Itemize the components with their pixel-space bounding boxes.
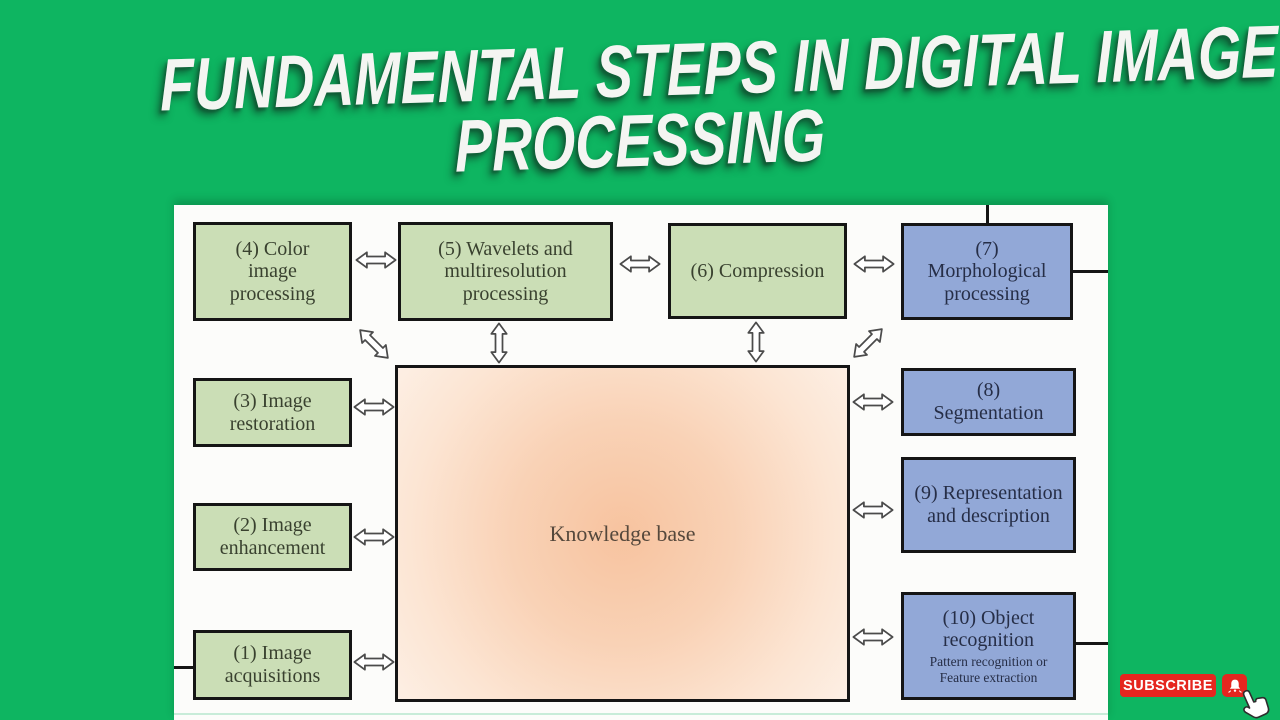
double-arrow-icon	[353, 398, 395, 416]
box-label: (9) Representation and description	[914, 482, 1063, 527]
double-arrow-icon	[355, 251, 397, 269]
box-segmentation: (8) Segmentation	[901, 368, 1076, 436]
hand-cursor-icon	[1242, 689, 1270, 719]
double-arrow-icon	[853, 255, 895, 273]
connector-line-right-10	[1073, 642, 1108, 645]
double-arrow-vertical-icon	[490, 322, 508, 364]
box-representation-description: (9) Representation and description	[901, 457, 1076, 553]
double-arrow-diagonal-icon	[353, 323, 395, 365]
double-arrow-diagonal-icon	[847, 322, 889, 364]
panel-bottom-divider	[174, 713, 1108, 715]
box-label: (1) Image acquisitions	[224, 642, 321, 687]
box-label: (10) Object recognition	[942, 606, 1035, 652]
box-wavelets-multiresolution: (5) Wavelets and multiresolution process…	[398, 222, 613, 321]
box-image-acquisitions: (1) Image acquisitions	[193, 630, 352, 700]
box-image-restoration: (3) Image restoration	[193, 378, 352, 447]
box-label: (2) Image enhancement	[219, 514, 326, 559]
knowledge-base-box: Knowledge base	[395, 365, 850, 702]
double-arrow-vertical-icon	[747, 321, 765, 363]
double-arrow-icon	[852, 628, 894, 646]
double-arrow-icon	[619, 255, 661, 273]
box-object-recognition: (10) Object recognition Pattern recognit…	[901, 592, 1076, 700]
double-arrow-icon	[353, 653, 395, 671]
subscribe-button[interactable]: SUBSCRIBE	[1120, 674, 1216, 697]
double-arrow-icon	[852, 501, 894, 519]
box-label: (3) Image restoration	[229, 389, 316, 435]
box-morphological-processing: (7) Morphological processing	[901, 223, 1073, 320]
knowledge-base-label: Knowledge base	[549, 520, 696, 546]
double-arrow-icon	[353, 528, 395, 546]
box-sublabel: Pattern recognition or Feature extractio…	[929, 654, 1048, 685]
box-compression: (6) Compression	[668, 223, 847, 319]
double-arrow-icon	[852, 393, 894, 411]
box-label: (7) Morphological processing	[927, 237, 1047, 305]
diagram-panel: (4) Color image processing (5) Wavelets …	[174, 205, 1108, 720]
box-label: (4) Color image processing	[229, 237, 316, 305]
box-label: (8) Segmentation	[933, 379, 1044, 424]
box-color-image-processing: (4) Color image processing	[193, 222, 352, 321]
box-label: (5) Wavelets and multiresolution process…	[438, 237, 573, 305]
connector-line-left-1	[174, 666, 193, 669]
box-label: (6) Compression	[690, 259, 825, 282]
bell-icon	[1227, 679, 1242, 693]
box-image-enhancement: (2) Image enhancement	[193, 503, 352, 571]
page-title: FUNDAMENTAL STEPS IN DIGITAL IMAGE PROCE…	[0, 10, 1280, 188]
bell-button[interactable]	[1222, 674, 1247, 697]
connector-line-top	[986, 205, 989, 223]
connector-line-right-7	[1073, 270, 1108, 273]
